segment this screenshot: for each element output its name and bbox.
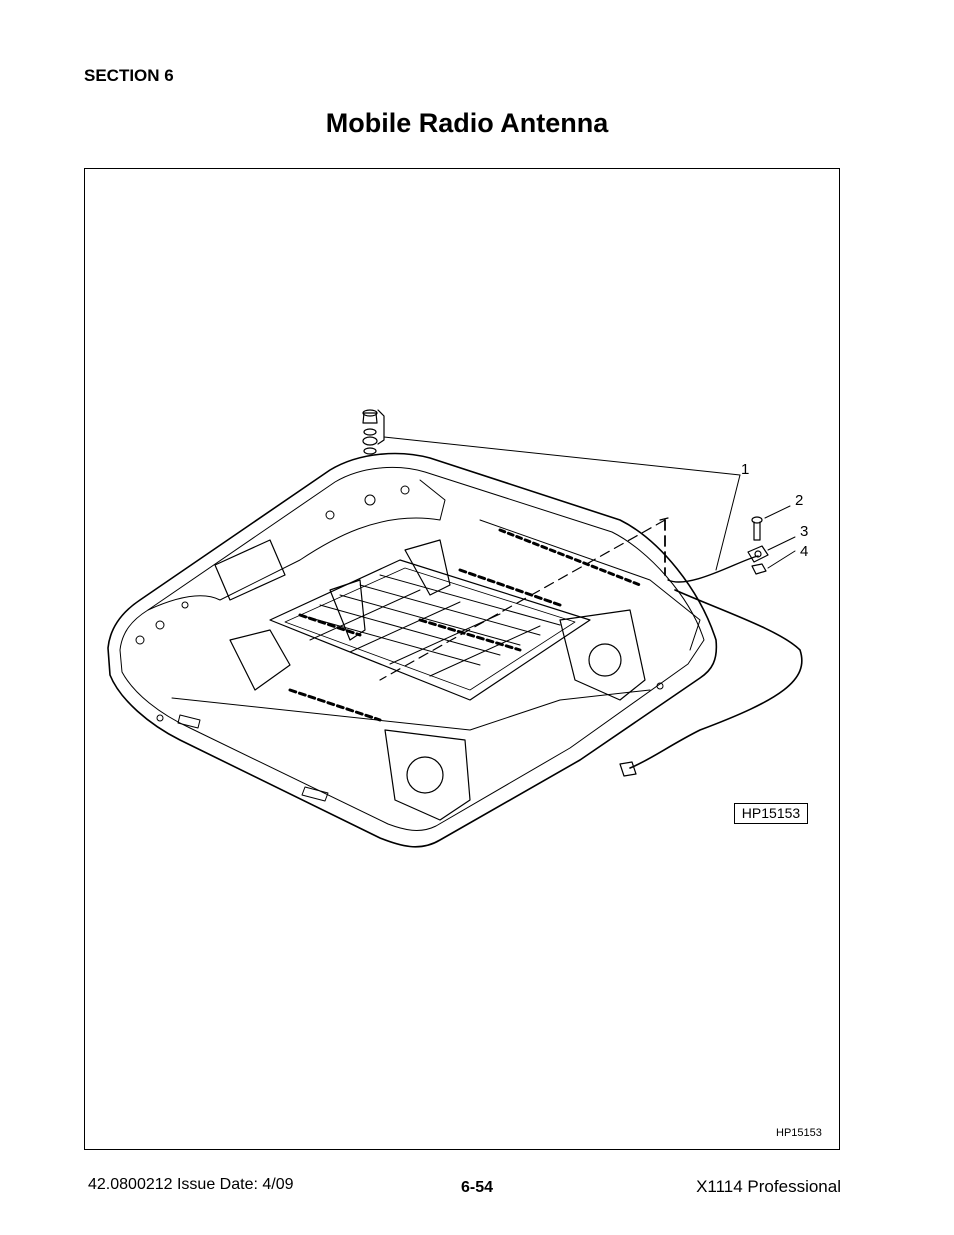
figure-id-label: HP15153 — [734, 803, 808, 824]
speaker-housing-left — [384, 729, 471, 821]
speaker-housing-right — [559, 609, 646, 701]
clamp-item-3 — [747, 545, 769, 563]
screw-item-2 — [751, 516, 763, 541]
callout-2: 2 — [795, 492, 804, 509]
callout-1: 1 — [741, 461, 750, 478]
figure-frame — [84, 168, 840, 1150]
centerline-dashed — [379, 519, 666, 681]
rear-rail — [479, 519, 701, 651]
nut-item-4 — [751, 563, 767, 575]
front-handle-1 — [177, 714, 201, 729]
antenna-mount-stack — [362, 409, 385, 455]
left-brackets — [214, 539, 451, 691]
callout-4: 4 — [800, 543, 809, 560]
leader-lines — [383, 436, 796, 571]
front-handle-2 — [301, 786, 329, 802]
figure-id-corner: HP15153 — [776, 1127, 822, 1139]
floor-panel — [269, 559, 591, 701]
section-label: SECTION 6 — [84, 66, 174, 85]
footer-doc-info: 42.0800212 Issue Date: 4/09 — [88, 1176, 294, 1193]
footer-model: X1114 Professional — [696, 1177, 841, 1196]
floor-slats — [288, 568, 562, 722]
mounting-holes — [135, 485, 664, 722]
callout-3: 3 — [800, 523, 809, 540]
roof-shell-outline — [107, 452, 718, 848]
page-title: Mobile Radio Antenna — [325, 108, 609, 138]
antenna-lead — [629, 589, 803, 769]
floor-ribs — [299, 574, 561, 677]
front-wall — [147, 479, 446, 611]
antenna-cable — [667, 555, 759, 583]
footer-page-number: 6-54 — [461, 1179, 494, 1196]
